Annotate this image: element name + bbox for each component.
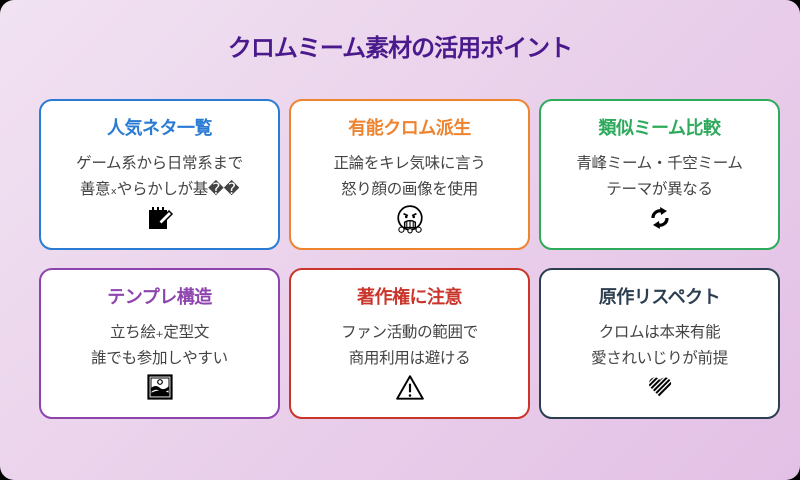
- card-line: 正論をキレ気味に言う: [333, 154, 486, 172]
- card-line: 立ち絵₊定型文: [109, 323, 210, 341]
- card-line: 商用利用は避ける: [348, 349, 471, 367]
- card-capable-chrome: 有能クロム派生 正論をキレ気味に言う 怒り顔の画像を使用: [289, 99, 530, 250]
- card-body: 立ち絵₊定型文 誰でも参加しやすい: [41, 319, 278, 371]
- page-title: クロムミーム素材の活用ポイント: [227, 34, 573, 62]
- card-line: 誰でも参加しやすい: [91, 349, 228, 367]
- card-line: 愛されいじりが前提: [591, 349, 728, 367]
- card-title: 類似ミーム比較: [598, 118, 721, 139]
- card-line: 善意ₓやらかしが基��: [79, 180, 240, 198]
- memo-pencil-icon: [148, 207, 173, 229]
- card-line: 怒り顔の画像を使用: [341, 180, 478, 198]
- refresh-arrows-icon: [650, 207, 669, 229]
- warning-icon: [395, 375, 424, 400]
- card-body: クロムは本来有能 愛されいじりが前提: [541, 319, 778, 371]
- card-template-structure: テンプレ構造 立ち絵₊定型文 誰でも参加しやすい: [39, 268, 280, 419]
- card-respect-original: 原作リスペクト クロムは本来有能 愛されいじりが前提: [539, 268, 780, 419]
- card-line: 青峰ミーム・千空ミーム: [576, 154, 743, 172]
- card-body: ファン活動の範囲で 商用利用は避ける: [291, 319, 528, 371]
- card-title: 人気ネタ一覧: [107, 118, 213, 139]
- card-title: 著作権に注意: [357, 287, 463, 308]
- card-title: テンプレ構造: [107, 287, 212, 308]
- card-popular-list: 人気ネタ一覧 ゲーム系から日常系まで 善意ₓやらかしが基��: [39, 99, 280, 250]
- card-line: ゲーム系から日常系まで: [76, 154, 243, 172]
- card-body: 青峰ミーム・千空ミーム テーマが異なる: [541, 150, 778, 202]
- card-title: 原作リスペクト: [598, 287, 721, 308]
- card-line: クロムは本来有能: [598, 323, 721, 341]
- card-copyright-caution: 著作権に注意 ファン活動の範囲で 商用利用は避ける: [289, 268, 530, 419]
- angry-face-icon: [396, 205, 423, 234]
- card-body: ゲーム系から日常系まで 善意ₓやらかしが基��: [41, 150, 278, 202]
- card-title: 有能クロム派生: [348, 118, 471, 139]
- card-line: ファン活動の範囲で: [341, 323, 478, 341]
- card-line: テーマが異なる: [606, 180, 713, 198]
- card-similar-memes: 類似ミーム比較 青峰ミーム・千空ミーム テーマが異なる: [539, 99, 780, 250]
- card-body: 正論をキレ気味に言う 怒り顔の画像を使用: [291, 150, 528, 202]
- striped-heart-icon: [648, 377, 671, 397]
- framed-picture-icon: [146, 374, 173, 400]
